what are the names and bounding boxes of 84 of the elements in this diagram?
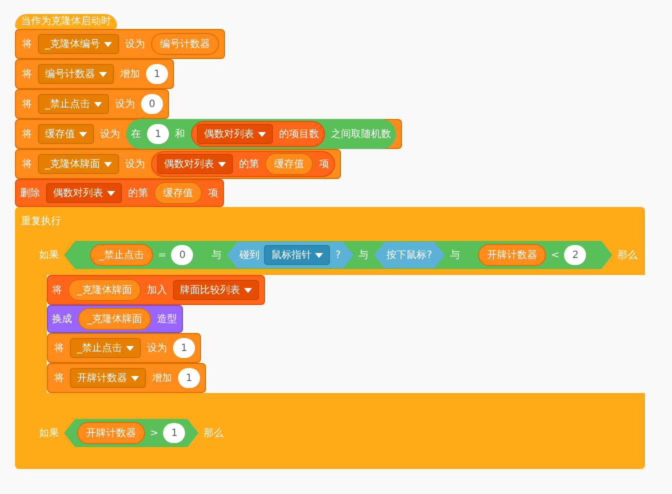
block-label: 和 bbox=[175, 128, 185, 142]
loop-block bbox=[15, 207, 646, 469]
block-label: 将 bbox=[54, 372, 64, 386]
list-block bbox=[47, 275, 265, 305]
number-input: 1 bbox=[178, 368, 200, 388]
list-block bbox=[15, 179, 224, 207]
number-input: 1 bbox=[163, 423, 186, 443]
command-block bbox=[15, 59, 174, 89]
block-label: 将 bbox=[22, 68, 32, 82]
command-block bbox=[47, 363, 206, 393]
command-block bbox=[15, 119, 402, 149]
dropdown-menu: _禁止点击 bbox=[70, 338, 141, 358]
number-input: 1 bbox=[146, 64, 168, 84]
list-reporter bbox=[191, 121, 325, 147]
list-reporter bbox=[151, 151, 335, 177]
block-label: 与 bbox=[211, 248, 222, 262]
block-label: 换成 bbox=[52, 312, 72, 326]
block-label: 将 bbox=[22, 98, 32, 112]
block-label: 项 bbox=[208, 186, 218, 200]
command-block bbox=[15, 89, 169, 119]
operator-reporter bbox=[126, 119, 396, 149]
block-label: < bbox=[551, 248, 560, 262]
variable-reporter: _禁止点击 bbox=[90, 244, 153, 266]
block-label: 将 bbox=[54, 342, 64, 356]
block-label: 那么 bbox=[617, 248, 638, 262]
command-block bbox=[15, 149, 341, 179]
variable-reporter: _克隆体牌面 bbox=[68, 279, 141, 301]
block-label: 的第 bbox=[239, 158, 259, 172]
hat-block: 当作为克隆体启动时 bbox=[15, 14, 117, 29]
looks-block bbox=[47, 305, 183, 333]
block-label: 设为 bbox=[125, 38, 145, 52]
block-label: 如果 bbox=[39, 248, 59, 262]
block-label: 设为 bbox=[125, 158, 145, 172]
number-input: 1 bbox=[173, 338, 195, 358]
block-label: 删除 bbox=[20, 186, 40, 200]
number-input: 1 bbox=[147, 124, 169, 144]
dropdown-menu: _克隆体编号 bbox=[38, 34, 119, 54]
block-label: 项 bbox=[319, 158, 329, 172]
block-label: 的第 bbox=[128, 186, 148, 200]
block-label: 将 bbox=[22, 38, 32, 52]
command-block bbox=[15, 29, 225, 59]
block-label: > bbox=[150, 426, 158, 440]
command-block bbox=[47, 333, 201, 363]
block-label: 设为 bbox=[100, 128, 120, 142]
block-label: 重复执行 bbox=[21, 214, 61, 228]
block-label: 增加 bbox=[120, 68, 140, 82]
block-label: 将 bbox=[22, 158, 32, 172]
block-label: 那么 bbox=[203, 426, 224, 440]
dropdown-menu: 牌面比较列表 bbox=[173, 280, 259, 300]
block-label: 设为 bbox=[147, 342, 167, 356]
block-label: 与 bbox=[358, 248, 369, 262]
block-label: 与 bbox=[450, 248, 460, 262]
block-label: 加入 bbox=[147, 284, 167, 298]
block-label: 之间取随机数 bbox=[331, 128, 391, 142]
variable-reporter: 缓存值 bbox=[154, 182, 202, 204]
dropdown-menu: 偶数对列表 bbox=[46, 183, 122, 203]
variable-reporter: 缓存值 bbox=[265, 153, 313, 175]
block-label: 如果 bbox=[39, 426, 59, 440]
number-input: 2 bbox=[564, 245, 586, 265]
number-input: 0 bbox=[141, 94, 163, 114]
variable-reporter: 编号计数器 bbox=[151, 33, 219, 55]
block-label: 造型 bbox=[157, 312, 177, 326]
block-label: 将 bbox=[22, 128, 32, 142]
dropdown-menu: 开牌计数器 bbox=[70, 368, 146, 388]
dropdown-menu: _克隆体牌面 bbox=[38, 154, 119, 174]
block-label: 在 bbox=[131, 128, 141, 142]
sensing-block: 按下鼠标? bbox=[374, 242, 446, 268]
block-label: = bbox=[158, 248, 166, 262]
block-label: 将 bbox=[52, 284, 62, 298]
dropdown-menu: 缓存值 bbox=[38, 124, 94, 144]
variable-reporter: _克隆体牌面 bbox=[78, 308, 151, 330]
dropdown-menu: 编号计数器 bbox=[38, 64, 114, 84]
dropdown-menu: 偶数对列表 bbox=[157, 154, 233, 174]
block-label: 设为 bbox=[115, 98, 135, 112]
variable-reporter: 开牌计数器 bbox=[77, 422, 145, 444]
dropdown-menu: 偶数对列表 bbox=[197, 124, 273, 144]
dropdown-menu: 鼠标指针 bbox=[264, 245, 330, 265]
block-label: 增加 bbox=[152, 372, 172, 386]
dropdown-menu: _禁止点击 bbox=[38, 94, 109, 114]
block-label: 的项目数 bbox=[279, 128, 319, 142]
block-label: 碰到 bbox=[239, 248, 260, 262]
block-label: ? bbox=[335, 248, 341, 262]
variable-reporter: 开牌计数器 bbox=[478, 244, 546, 266]
number-input: 0 bbox=[171, 245, 194, 265]
